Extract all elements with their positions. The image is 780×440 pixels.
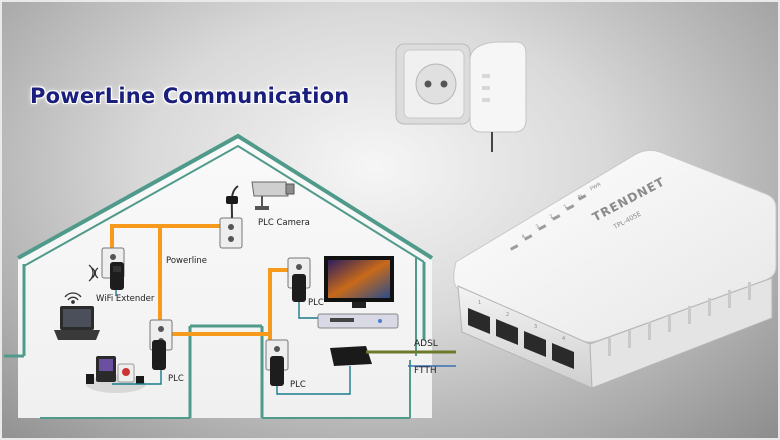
wall-outlet-camera (219, 217, 243, 249)
plc-adapter-top (292, 274, 306, 302)
wifi-signal-icon-laptop (64, 292, 82, 304)
port-number: 2 (506, 312, 510, 318)
plc-adapter-bottom (270, 356, 284, 386)
set-top-box (317, 313, 399, 329)
plc-camera-label: PLC Camera (258, 218, 310, 228)
powerline-label: Powerline (166, 256, 208, 266)
plc-adapter-left (152, 340, 166, 370)
television (324, 256, 394, 308)
wall-socket-with-adapter-photo (395, 41, 527, 152)
port-number: 1 (478, 300, 482, 306)
plc-top-label: PLC (308, 298, 324, 308)
trendnet-tpl405e-adapter (453, 149, 777, 389)
adsl-label: ADSL (414, 339, 438, 349)
laptop (54, 306, 100, 340)
port-number: 3 (534, 324, 538, 330)
home-media-devices (86, 356, 146, 393)
port-number: 4 (562, 336, 566, 342)
house-interior (18, 136, 432, 418)
house-outline (17, 133, 434, 260)
plc-left-label: PLC (168, 374, 184, 384)
ethernet-ports (468, 308, 574, 369)
wifi-signal-icon (88, 264, 99, 282)
page-title: PowerLine Communication (30, 84, 350, 108)
status-leds (509, 194, 587, 251)
plc-bottom-label: PLC (290, 380, 306, 390)
router (330, 346, 372, 366)
wifi-extender-label: WiFi Extender (96, 294, 155, 304)
ftth-label: FTTH (414, 366, 437, 376)
plc-camera (226, 181, 295, 219)
wifi-extender-adapter (110, 262, 124, 290)
